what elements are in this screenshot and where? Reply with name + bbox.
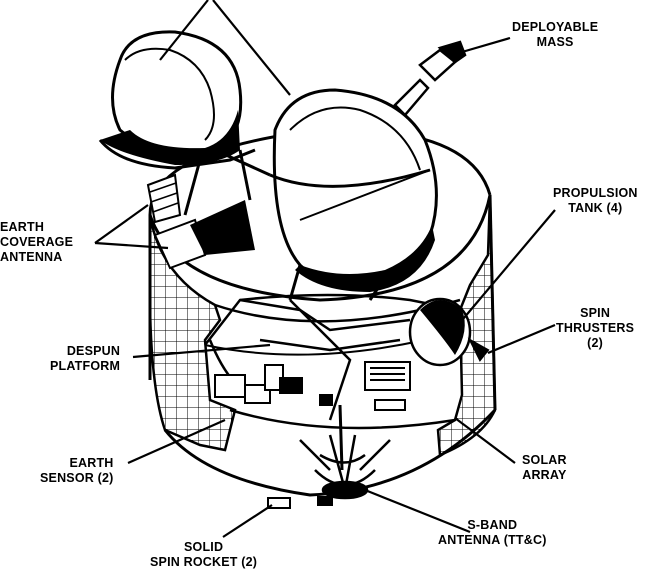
leader-earth-sensor bbox=[127, 418, 226, 465]
label-solid-spin-rocket: SOLID SPIN ROCKET (2) bbox=[150, 540, 258, 569]
label-s-band-antenna: S-BAND ANTENNA (TT&C) bbox=[438, 518, 547, 547]
spin-rocket-shape bbox=[267, 496, 333, 509]
label-despun-platform: DESPUN PLATFORM bbox=[50, 344, 121, 373]
label-propulsion-tank: PROPULSION TANK (4) bbox=[553, 186, 638, 215]
label-deployable-mass: DEPLOYABLE MASS bbox=[512, 20, 599, 49]
deployable-mass-shape bbox=[393, 40, 467, 117]
leader-top-left bbox=[159, 0, 209, 61]
leader-top-right bbox=[212, 0, 291, 96]
label-earth-sensor: EARTH SENSOR (2) bbox=[40, 456, 114, 485]
label-solar-array: SOLAR ARRAY bbox=[522, 453, 567, 482]
electronics-boxes bbox=[214, 361, 411, 411]
leader-s-band bbox=[364, 488, 471, 534]
leader-despun-platform bbox=[132, 343, 271, 359]
leader-propulsion-tank bbox=[457, 209, 556, 326]
propulsion-tank-shape bbox=[408, 297, 490, 367]
leader-deployable-mass bbox=[461, 36, 511, 54]
leader-lines bbox=[94, 0, 556, 538]
label-spin-thrusters: SPIN THRUSTERS (2) bbox=[556, 306, 635, 350]
leader-earth-coverage-2 bbox=[94, 241, 169, 250]
leader-earth-coverage-1 bbox=[94, 204, 149, 244]
leader-solar-array bbox=[454, 417, 516, 464]
leader-spin-thrusters bbox=[487, 323, 556, 355]
earth-coverage-antenna-shape bbox=[98, 30, 438, 301]
label-earth-coverage-antenna: EARTH COVERAGE ANTENNA bbox=[0, 220, 74, 264]
s-band-antenna-shape bbox=[299, 404, 391, 500]
leader-spin-rocket bbox=[222, 504, 273, 538]
